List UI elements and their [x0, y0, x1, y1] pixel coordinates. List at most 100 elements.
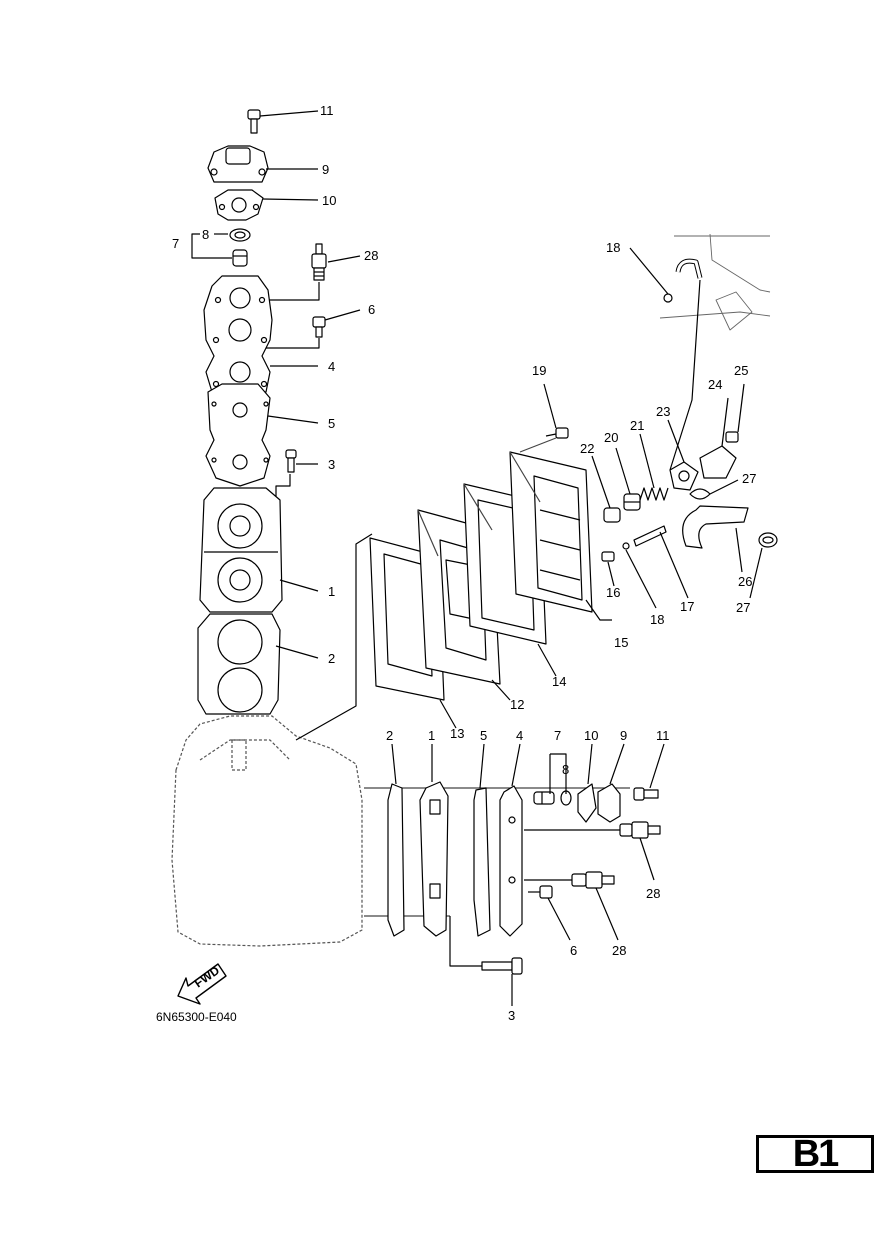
callout-28: 28 [646, 886, 660, 901]
leader-11 [259, 110, 319, 117]
leader-28b [639, 837, 655, 881]
leader-25 [737, 383, 745, 433]
grommet-18-part [663, 258, 703, 303]
spring-21-part [639, 487, 669, 501]
thermostat-20-part [623, 493, 641, 511]
callout-2: 2 [328, 651, 335, 666]
bolt-19-part [545, 427, 569, 439]
callout-11: 11 [320, 103, 334, 118]
callout-14: 14 [552, 674, 566, 689]
callout-15: 15 [614, 635, 628, 650]
spark-plug-28-part [311, 243, 327, 281]
gasket-2-part [197, 613, 281, 715]
gasket-10-side [577, 783, 597, 823]
gasket-10-part [214, 189, 264, 221]
callout-8: 8 [562, 762, 569, 777]
gasket-23-part [669, 461, 699, 491]
callout-27: 27 [736, 600, 750, 615]
leader-3b-line [449, 916, 482, 967]
leader-12 [491, 679, 511, 701]
leader-1a [279, 579, 319, 592]
clip-27-part [689, 488, 711, 500]
valve-7-part [232, 249, 248, 267]
callout-4: 4 [516, 728, 523, 743]
callout-19: 19 [532, 363, 546, 378]
leader-26 [735, 527, 743, 573]
cover-9-side [597, 783, 621, 823]
leader-14 [537, 643, 557, 677]
callout-1: 1 [428, 728, 435, 743]
callout-21: 21 [630, 418, 644, 433]
leader-18a [629, 247, 669, 295]
callout-17: 17 [680, 599, 694, 614]
leader-17 [659, 531, 689, 599]
callout-22: 22 [580, 441, 594, 456]
callout-6: 6 [570, 943, 577, 958]
bracket-7 [191, 233, 232, 259]
leader-21 [639, 433, 655, 489]
callout-6: 6 [368, 302, 375, 317]
leader-20 [615, 447, 631, 495]
leader-3-line [275, 474, 291, 500]
leader-6a [324, 309, 361, 321]
seal-8-part [229, 228, 251, 242]
hose-26-part [682, 505, 749, 549]
leader-15 [585, 599, 612, 621]
leader-27b [749, 547, 763, 599]
callout-24: 24 [708, 377, 722, 392]
leader-5a [267, 415, 319, 424]
callout-4: 4 [328, 359, 335, 374]
leader-28c [595, 887, 619, 941]
callout-25: 25 [734, 363, 748, 378]
cylinder-head-4-side [499, 785, 523, 937]
leader-28-line [262, 282, 320, 301]
hose-line [669, 279, 701, 471]
callout-7: 7 [172, 236, 179, 251]
callout-12: 12 [510, 697, 524, 712]
bolt-3-part [285, 449, 297, 473]
callout-18: 18 [650, 612, 664, 627]
leader-6b [547, 897, 571, 941]
callout-10: 10 [584, 728, 598, 743]
spark-plug-28-side-a [619, 821, 661, 839]
gasket-2-side [387, 783, 405, 937]
leader-16 [607, 561, 615, 587]
callout-11: 11 [656, 728, 670, 743]
bolt-11-side [633, 787, 659, 801]
callout-10: 10 [322, 193, 336, 208]
callout-1: 1 [328, 584, 335, 599]
callout-2: 2 [386, 728, 393, 743]
bolt-6-part [312, 316, 326, 338]
callout-3: 3 [508, 1008, 515, 1023]
leader-24 [721, 397, 729, 447]
callout-28: 28 [612, 943, 626, 958]
leader-22 [591, 455, 611, 509]
thermostat-cover-24-part [699, 445, 737, 479]
gasket-5-side [473, 787, 491, 937]
leader-2a [275, 645, 319, 659]
clamp-27-part [758, 532, 778, 548]
callout-7: 7 [554, 728, 561, 743]
cylinder-block-1-side [419, 781, 449, 937]
cylinder-head-4-part [203, 275, 273, 393]
bottom-leaders [391, 743, 665, 794]
crankcase-outline [171, 715, 363, 947]
seal-22-part [603, 507, 621, 523]
valve-7-side [533, 791, 555, 805]
cover-9-part [207, 145, 269, 183]
engine-outline-ghost [659, 233, 771, 331]
callout-16: 16 [606, 585, 620, 600]
bolt-3-side [481, 957, 523, 975]
cylinder-block-1-part [199, 487, 283, 613]
spark-plug-28-side-b [571, 871, 615, 889]
callout-3: 3 [328, 457, 335, 472]
leader-19 [543, 383, 557, 429]
pipe-17-part [633, 525, 667, 547]
fwd-arrow-icon: FWD [177, 963, 227, 1005]
grommet-18b-part [622, 542, 630, 550]
page-tag: B1 [756, 1133, 874, 1175]
diagram-code: 6N65300-E040 [156, 1010, 237, 1024]
bolt-16-part [601, 551, 615, 562]
callout-5: 5 [480, 728, 487, 743]
